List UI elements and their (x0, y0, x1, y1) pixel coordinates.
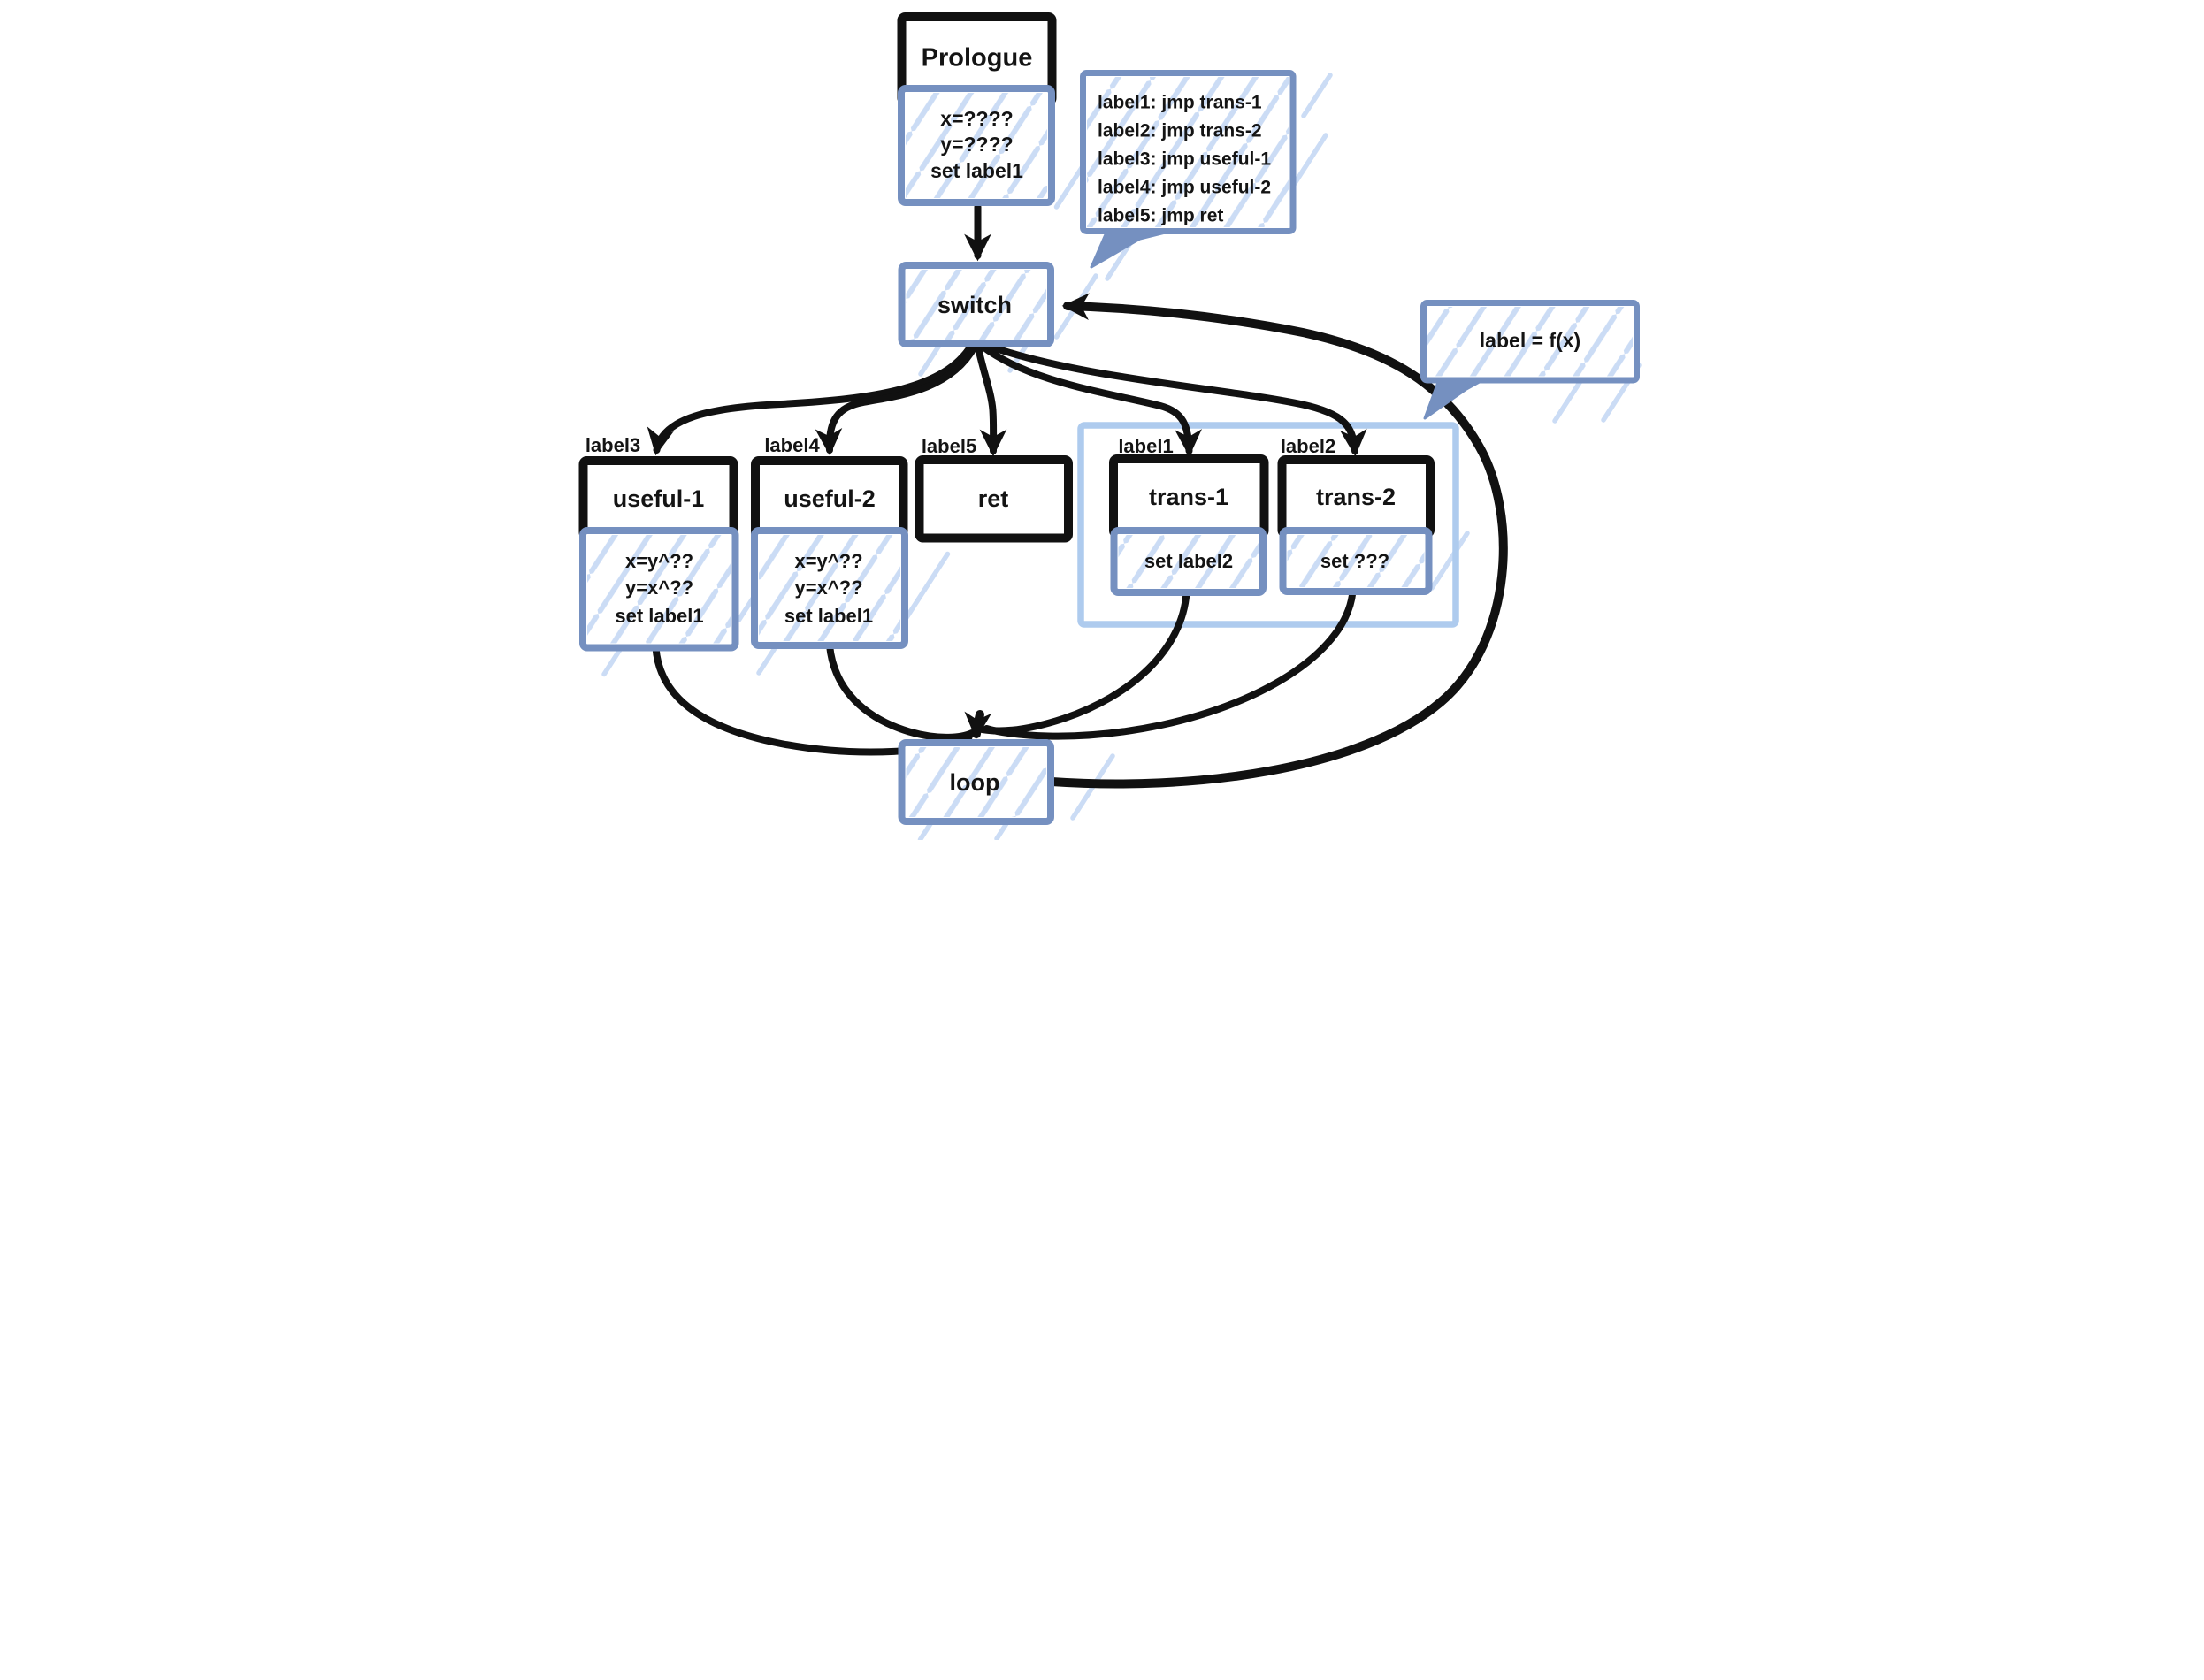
edge-label-label3: label3 (585, 434, 640, 456)
jump-table-line: label3: jmp useful-1 (1098, 149, 1271, 170)
edge-label-label5: label5 (922, 435, 976, 457)
trans-2-hatch (1287, 535, 1425, 587)
edge-trans-1-to-loop (978, 589, 1190, 735)
edge-switch-to-useful-2 (815, 343, 978, 456)
switch-label: switch (937, 292, 1012, 318)
ret-label: ret (978, 485, 1009, 512)
edge-label-label4: label4 (764, 434, 820, 456)
loop-hatch (906, 747, 1046, 817)
node-prologue: Prologue x=???? y=???? set label1 (897, 12, 1057, 206)
useful-2-code-line: x=y^?? (794, 550, 862, 572)
switch-hatch (906, 270, 1046, 340)
edge-switch-to-ret (975, 344, 1007, 457)
useful-1-code-line: set label1 (615, 605, 703, 627)
useful-1-hatch (587, 535, 731, 644)
ret-box (915, 455, 1073, 543)
edge-switch-to-trans-2 (980, 340, 1367, 457)
edge-merge-arrowhead (964, 710, 992, 740)
useful-1-title: useful-1 (613, 485, 705, 512)
switch-fanout-edges (647, 340, 1367, 457)
useful-1-code-line: x=y^?? (625, 550, 693, 572)
trans-2-code-line: set ??? (1320, 550, 1389, 572)
diagram-canvas: Prologue x=???? y=???? set label1 switch… (551, 0, 1653, 840)
edge-switch-to-useful-1 (647, 342, 975, 456)
useful-2-title: useful-2 (784, 485, 876, 512)
label-function-text: label = f(x) (1480, 329, 1580, 352)
node-useful-1: useful-1 x=y^?? y=x^?? set label1 (578, 456, 739, 652)
prologue-code-line: x=???? (940, 107, 1013, 130)
edge-trans-2-to-loop (983, 588, 1357, 740)
jump-table-line: label1: jmp trans-1 (1098, 93, 1262, 113)
useful-1-code-line: y=x^?? (625, 577, 693, 599)
node-trans-1: trans-1 set label2 (1109, 454, 1269, 596)
edge-useful-2-to-loop (826, 642, 976, 741)
jump-table-callout-hatch (1087, 77, 1289, 227)
node-trans-2: trans-2 set ??? (1277, 455, 1435, 595)
node-useful-2: useful-2 x=y^?? y=x^?? set label1 (751, 456, 908, 649)
label-function-callout-hatch (1427, 307, 1633, 377)
useful-2-code-line: set label1 (784, 605, 873, 627)
jump-table-line: label4: jmp useful-2 (1098, 178, 1271, 198)
edge-switch-to-trans-1 (978, 342, 1202, 457)
node-loop: loop (898, 739, 1054, 825)
node-switch: switch (898, 262, 1054, 347)
useful-2-hatch (759, 535, 900, 641)
prologue-title: Prologue (922, 44, 1033, 73)
trans-1-title: trans-1 (1149, 484, 1228, 510)
edge-label-label1: label1 (1118, 435, 1173, 457)
useful-2-code-line: y=x^?? (794, 577, 862, 599)
edge-loop-to-switch (1047, 293, 1508, 789)
prologue-code-line: y=???? (940, 133, 1013, 156)
loop-label: loop (950, 769, 1000, 796)
control-flow-diagram: Prologue x=???? y=???? set label1 switch… (578, 12, 1642, 840)
jump-table-line: label2: jmp trans-2 (1098, 121, 1262, 141)
callout-label-function: label = f(x) (1420, 300, 1640, 420)
jump-table-line: label5: jmp ret (1098, 206, 1223, 226)
trans-1-code-line: set label2 (1144, 550, 1233, 572)
trans-2-title: trans-2 (1316, 484, 1396, 510)
callout-jump-table: label1: jmp trans-1 label2: jmp trans-2 … (1080, 70, 1297, 269)
edge-label-label2: label2 (1281, 435, 1335, 457)
trans-1-hatch (1118, 535, 1259, 588)
trans-group-container (1077, 422, 1459, 628)
prologue-hatch (906, 93, 1047, 198)
edge-labels: label3 label4 label5 label1 label2 (585, 434, 1335, 457)
prologue-code-line: set label1 (930, 159, 1023, 182)
node-ret: ret (915, 455, 1073, 543)
